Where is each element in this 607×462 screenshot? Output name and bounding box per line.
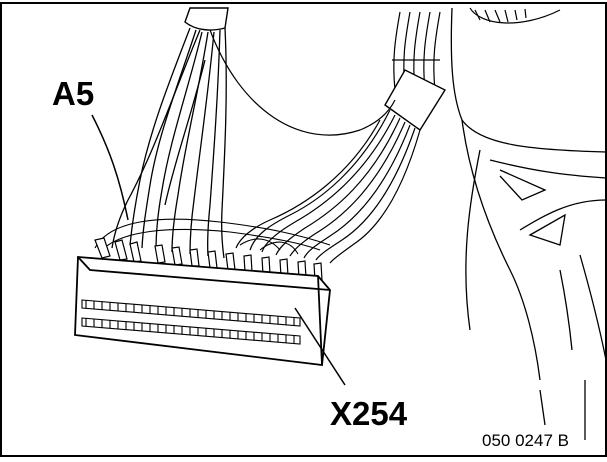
connector-x254 [74, 256, 331, 367]
callout-a5: A5 [52, 75, 94, 112]
tape-sleeve [384, 69, 447, 132]
left-wire-bundle [111, 27, 227, 259]
trim-panel [450, 7, 607, 440]
connector-pin-rows [81, 299, 301, 345]
thin-wire-arc [209, 29, 396, 136]
leader-line-x254 [294, 307, 346, 386]
leader-line-a5 [91, 114, 129, 221]
callout-x254: X254 [330, 395, 408, 432]
right-wire-bundle [235, 109, 421, 264]
figure-number: 050 0247 B [482, 431, 569, 450]
connector-wire-loops [94, 218, 331, 255]
upper-tape-sleeve [184, 7, 229, 31]
